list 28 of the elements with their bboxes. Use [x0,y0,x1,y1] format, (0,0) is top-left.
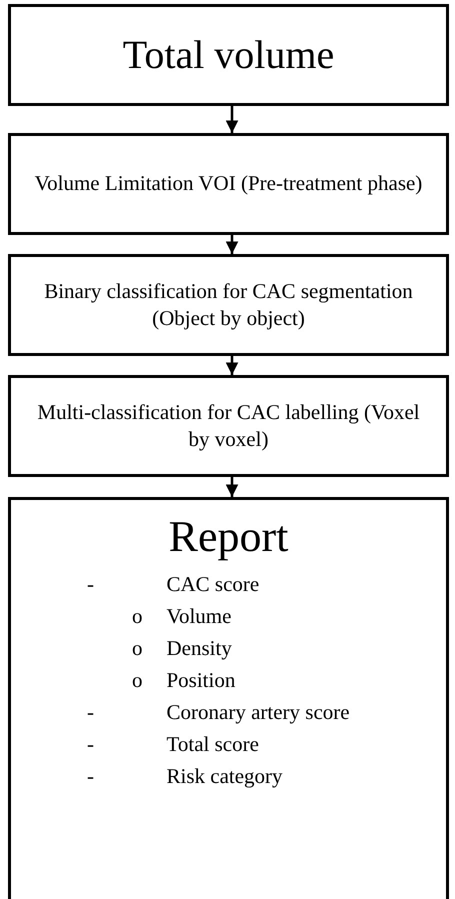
process-box [8,254,449,356]
list-item: Risk category [166,762,284,790]
bullet-marker: o [132,603,144,630]
process-box [8,133,449,235]
bullet-marker: - [87,571,95,598]
bullet-marker: - [87,762,95,790]
list-item: Coronary artery score [166,698,350,726]
box-text: Multi-classification for CAC labelling (Voxel by voxel) [36,398,421,453]
box-heading: Report [168,511,288,563]
arrow [226,356,238,375]
arrow [226,477,238,497]
bullet-marker: - [87,730,95,758]
list-item: Density [166,635,233,662]
bullet-marker: o [132,635,144,662]
box-text: Volume Limitation VOI (Pre-treatment phase) [34,170,422,198]
process-box [8,4,449,106]
arrow [226,106,238,133]
list-item: Position [166,666,236,694]
process-box [8,375,449,477]
box-text: Binary classification for CAC segmentation (Object by object) [43,278,414,332]
list-item: CAC score [166,571,260,598]
box-text: Total volume [122,31,334,79]
list-item: Total score [166,730,260,758]
report-box [8,497,449,899]
bullet-marker: - [87,698,95,726]
list-item: Volume [166,603,232,630]
bullet-marker: o [132,666,144,694]
arrow [226,235,238,254]
